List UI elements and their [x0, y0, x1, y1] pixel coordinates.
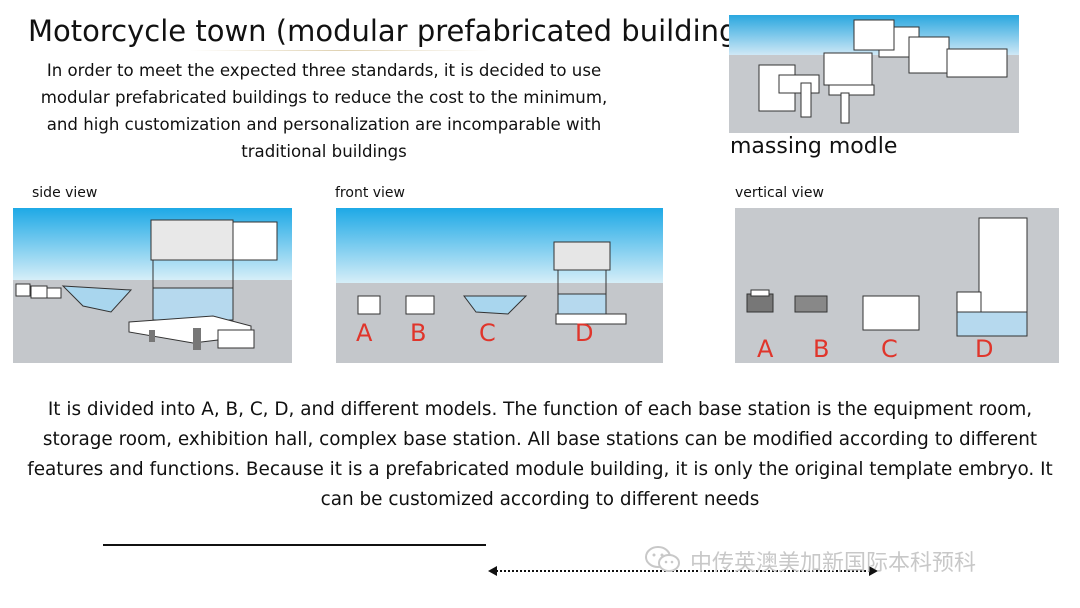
body-paragraph: It is divided into A, B, C, D, and diffe… [0, 395, 1080, 515]
front-view-label: front view [335, 185, 405, 201]
intro-line: modular prefabricated buildings to reduc… [40, 88, 608, 107]
vertical-view-label: vertical view [735, 185, 824, 201]
intro-line: In order to meet the expected three stan… [46, 61, 602, 80]
intro-line: and high customization and personalizati… [46, 115, 602, 134]
bottom-rule [103, 544, 486, 546]
module-label-a: A [757, 335, 774, 363]
double-arrow-icon [488, 566, 878, 576]
intro-line: traditional buildings [241, 142, 407, 161]
intro-paragraph: In order to meet the expected three stan… [20, 57, 628, 165]
body-line: It is divided into A, B, C, D, and diffe… [47, 399, 1033, 420]
watermark-text: 中传英澳美加新国际本科预科 [690, 551, 977, 576]
title-underline [190, 50, 490, 51]
module-label-c: C [479, 319, 496, 347]
module-label-b: B [410, 319, 427, 347]
body-line: features and functions. Because it is a … [27, 459, 1053, 480]
module-label-d: D [575, 319, 594, 347]
module-label-a: A [356, 319, 373, 347]
front-view-image: A B C D [336, 208, 663, 363]
vertical-view-image: A B C D [735, 208, 1059, 363]
body-line: storage room, exhibition hall, complex b… [42, 429, 1038, 450]
body-line: can be customized according to different… [320, 489, 760, 510]
module-label-c: C [881, 335, 898, 363]
module-label-b: B [813, 335, 830, 363]
massing-label: massing modle [730, 134, 898, 159]
wechat-icon [645, 546, 680, 572]
side-view-label: side view [32, 185, 98, 201]
side-view-image [13, 208, 292, 363]
module-label-d: D [975, 335, 994, 363]
massing-model-image [729, 15, 1019, 133]
page-title: Motorcycle town (modular prefabricated b… [28, 14, 749, 48]
